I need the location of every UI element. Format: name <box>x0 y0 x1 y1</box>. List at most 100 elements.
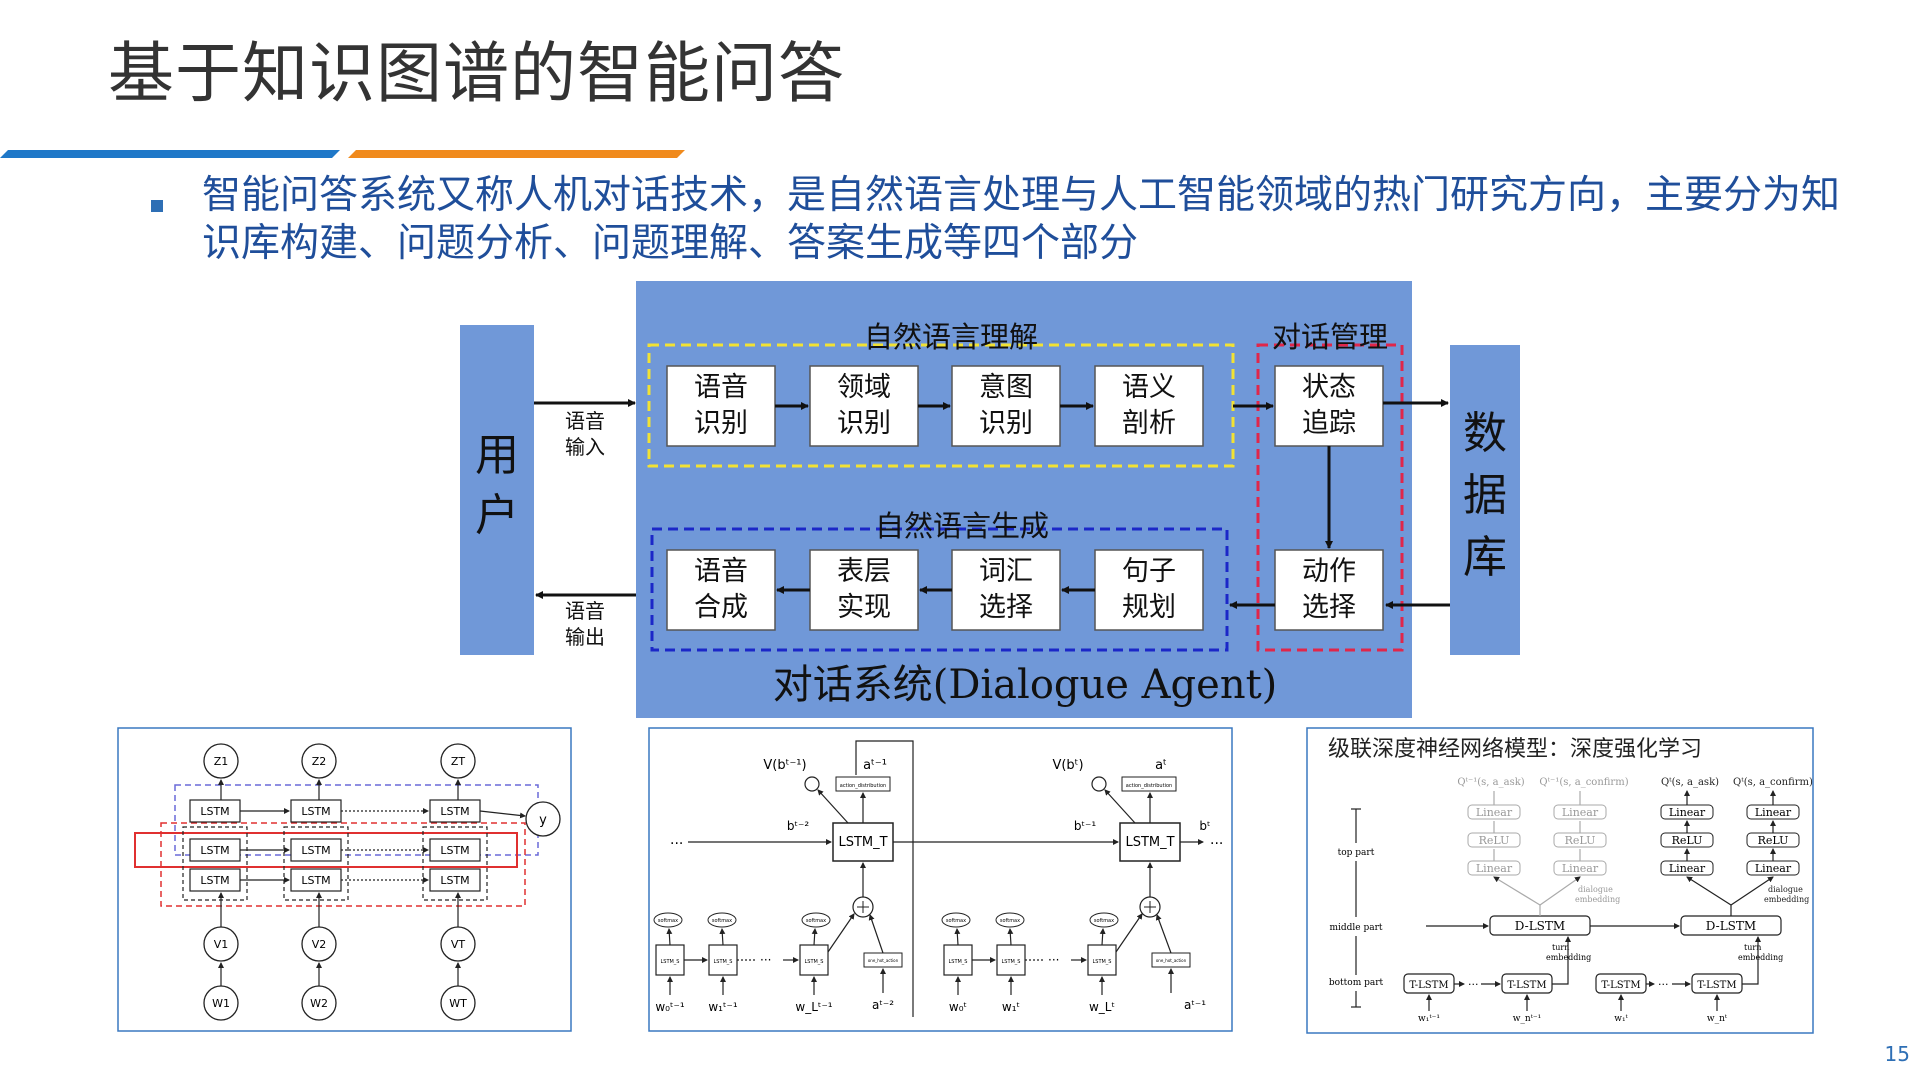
svg-text:LSTM_S: LSTM_S <box>660 959 679 965</box>
svg-text:Z2: Z2 <box>312 755 327 768</box>
svg-text:T-LSTM: T-LSTM <box>1697 980 1736 991</box>
w-right-1: w₁ᵗ <box>1002 1000 1020 1014</box>
database-block <box>1450 345 1520 655</box>
value-node-left <box>804 776 820 792</box>
figure-frame <box>648 727 1233 1032</box>
z-node-1: Z1 <box>203 743 239 779</box>
figure-frame <box>117 727 572 1032</box>
cascade-connections-faded <box>1493 791 1581 916</box>
svg-text:Linear: Linear <box>1476 806 1513 819</box>
q-label-3: Qᵗ(s, a_ask) <box>1661 777 1719 788</box>
dialogue-agent-diagram: 用 户 数 据 库 自然语言理解 对话管理 自然语言生成 语音 识别 领域 识别… <box>460 281 1520 718</box>
page-title: 基于知识图谱的智能问答 <box>108 35 845 112</box>
turn-embedding-2: embedding <box>1738 953 1783 962</box>
bullet-icon <box>151 200 163 212</box>
svg-text:y: y <box>539 813 547 828</box>
lstm-connections <box>218 779 526 986</box>
svg-text:追踪: 追踪 <box>1302 408 1356 439</box>
nlg-module-2: 表层 实现 <box>809 549 919 631</box>
database-label-2: 据 <box>1463 470 1507 521</box>
cascade-title: 级联深度神经网络模型：深度强化学习 <box>1328 737 1702 762</box>
svg-text:softmax: softmax <box>712 918 732 924</box>
svg-text:LSTM_S: LSTM_S <box>804 959 823 965</box>
nlu-title: 自然语言理解 <box>864 320 1038 354</box>
svg-text:规划: 规划 <box>1122 592 1176 623</box>
svg-text:Linear: Linear <box>1562 862 1599 875</box>
turn-embedding-prev-1: turn <box>1552 943 1569 952</box>
w-node-t: WT <box>440 985 476 1021</box>
svg-text:合成: 合成 <box>694 592 748 623</box>
nlu-module-3: 意图 识别 <box>951 365 1061 447</box>
v-node-t: VT <box>440 926 476 962</box>
svg-text:VT: VT <box>451 938 466 951</box>
policy-connections <box>666 789 1204 995</box>
figure-cascade-drl: 级联深度神经网络模型：深度强化学习 Qᵗ⁻¹(s, a_ask) Qᵗ⁻¹(s,… <box>1306 727 1814 1034</box>
svg-text:softmax: softmax <box>806 918 826 924</box>
lstm-t-left <box>832 822 894 862</box>
plus-node-right <box>1139 896 1161 918</box>
output-label-1: 语音 <box>565 599 605 623</box>
svg-text:实现: 实现 <box>837 592 891 623</box>
top-part-label: top part <box>1338 848 1375 858</box>
svg-text:softmax: softmax <box>946 918 966 924</box>
svg-text:动作: 动作 <box>1302 556 1356 587</box>
w-label-2: w_nᵗ⁻¹ <box>1513 1014 1542 1024</box>
figure-policy-lstm: V(bᵗ⁻¹) aᵗ⁻¹ action_distribution LSTM_T … <box>648 727 1233 1032</box>
figure-hierarchical-lstm: Z1 Z2 ZT LSTM LSTM LSTM LSTM LSTM LSTM L… <box>117 727 572 1032</box>
dialogue-embedding-1: dialogue <box>1768 885 1803 894</box>
lstm-row-bottom: LSTM LSTM LSTM <box>189 868 481 892</box>
feedback-line <box>855 740 914 837</box>
w-label-1: w₁ᵗ⁻¹ <box>1418 1014 1440 1024</box>
svg-text:Linear: Linear <box>1669 862 1706 875</box>
stack-curr-ask: Linear ReLU Linear <box>1660 804 1714 876</box>
svg-text:LSTM: LSTM <box>200 874 229 887</box>
dialogue-embedding-2: embedding <box>1764 895 1809 904</box>
lower-layer-border <box>160 822 526 907</box>
z-node-2: Z2 <box>301 743 337 779</box>
stack-curr-confirm: Linear ReLU Linear <box>1746 804 1800 876</box>
w-left-0: w₀ᵗ⁻¹ <box>655 1000 684 1014</box>
svg-text:LSTM_T: LSTM_T <box>1125 835 1174 850</box>
red-frame <box>134 832 518 868</box>
b-in-right-label: bᵗ⁻¹ <box>1074 819 1096 833</box>
svg-text:Linear: Linear <box>1755 806 1792 819</box>
output-node-y: y <box>525 801 561 837</box>
svg-text:剖析: 剖析 <box>1122 408 1176 439</box>
svg-text:意图: 意图 <box>979 372 1033 403</box>
svg-text:···: ··· <box>670 836 683 852</box>
svg-text:W1: W1 <box>212 997 230 1010</box>
svg-text:LSTM: LSTM <box>301 805 330 818</box>
softmax-left-group: softmax softmax softmax <box>653 912 831 928</box>
svg-text:LSTM_T: LSTM_T <box>838 835 887 850</box>
user-block <box>460 325 534 655</box>
dm-border <box>1256 343 1404 652</box>
svg-text:ReLU: ReLU <box>1479 834 1510 847</box>
t-lstm-row: T-LSTM T-LSTM T-LSTM T-LSTM <box>1403 973 1743 994</box>
lstm-s-right-group: LSTM_S LSTM_S LSTM_S one_hot_action <box>943 944 1191 976</box>
v-right-label: V(bᵗ) <box>1052 758 1083 773</box>
svg-text:ReLU: ReLU <box>1758 834 1789 847</box>
turn-embedding-prev-2: embedding <box>1546 953 1591 962</box>
svg-text:语音: 语音 <box>694 372 748 403</box>
svg-text:语音: 语音 <box>694 556 748 587</box>
database-label-3: 库 <box>1463 532 1507 583</box>
svg-text:ReLU: ReLU <box>1565 834 1596 847</box>
svg-text:···: ··· <box>1048 953 1059 967</box>
a-left-label: aᵗ⁻¹ <box>863 758 887 773</box>
v-left-label: V(bᵗ⁻¹) <box>763 758 806 773</box>
svg-text:Linear: Linear <box>1669 806 1706 819</box>
d-lstm-prev: D-LSTM <box>1489 915 1591 936</box>
b-out-right-label: bᵗ <box>1199 819 1210 833</box>
dialogue-embedding-prev-1: dialogue <box>1578 885 1613 894</box>
upper-layer-border <box>174 784 539 856</box>
w-node-2: W2 <box>301 985 337 1021</box>
page-number: 15 <box>1884 1042 1910 1066</box>
svg-text:W2: W2 <box>310 997 328 1010</box>
svg-text:句子: 句子 <box>1122 556 1176 587</box>
svg-text:识别: 识别 <box>694 408 748 439</box>
title-underline-blue <box>0 150 340 158</box>
svg-text:Z1: Z1 <box>214 755 229 768</box>
w-node-1: W1 <box>203 985 239 1021</box>
softmax-right-group: softmax softmax softmax <box>941 912 1119 928</box>
svg-text:LSTM: LSTM <box>301 844 330 857</box>
